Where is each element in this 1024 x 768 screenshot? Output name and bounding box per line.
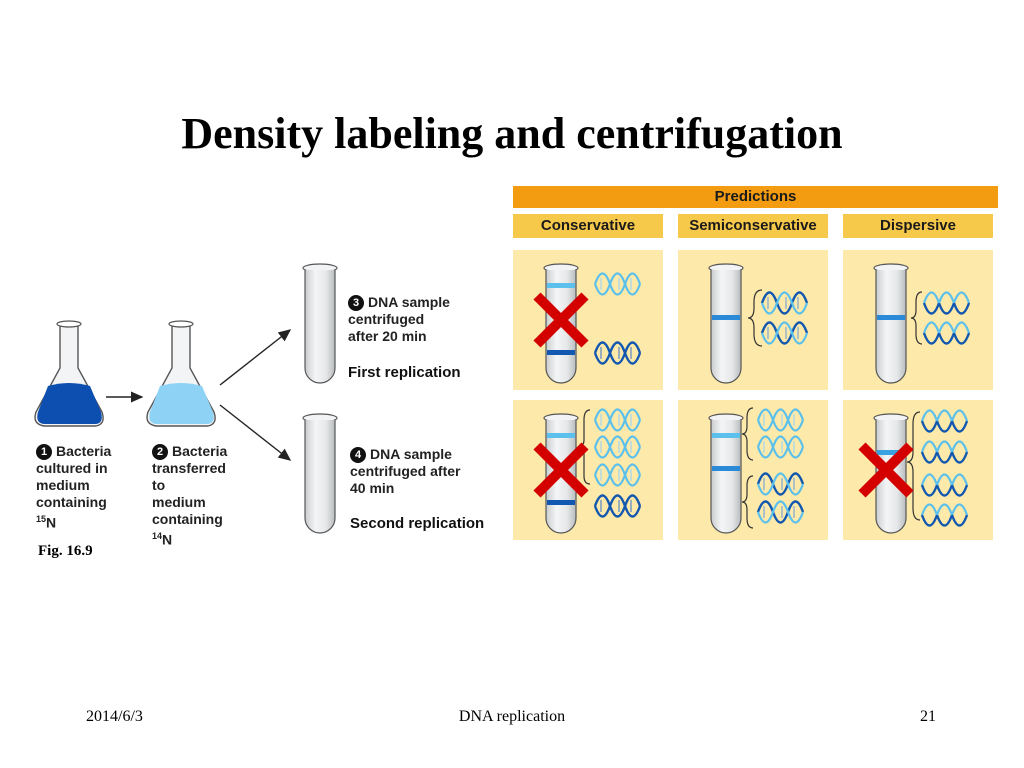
footer-topic: DNA replication: [458, 708, 566, 725]
panel-dispersive-second: [843, 400, 993, 540]
panel-semiconservative-first: [678, 250, 828, 390]
second-replication-label: Second replication: [350, 515, 485, 532]
footer-page-number: 21: [920, 708, 936, 725]
column-header-dispersive: Dispersive: [843, 214, 993, 238]
column-header-semiconservative: Semiconservative: [678, 214, 828, 238]
footer-date: 2014/6/3: [86, 708, 143, 725]
panel-semiconservative-second: [678, 400, 828, 540]
panel-dispersive-first: [843, 250, 993, 390]
column-header-conservative: Conservative: [513, 214, 663, 238]
arrow-to-first-replication: [219, 329, 292, 386]
predictions-header: Predictions: [513, 186, 998, 208]
flask-14n-icon: [146, 320, 216, 427]
panel-conservative-first: [513, 250, 663, 390]
tube-second-replication: [302, 413, 338, 534]
flask-15n-icon: [34, 320, 104, 427]
tube-first-replication: [302, 263, 338, 384]
first-replication-label: First replication: [348, 364, 461, 381]
slide-title: Density labeling and centrifugation: [181, 109, 843, 158]
arrow-to-second-replication: [219, 404, 292, 461]
figure-label: Fig. 16.9: [38, 543, 93, 559]
